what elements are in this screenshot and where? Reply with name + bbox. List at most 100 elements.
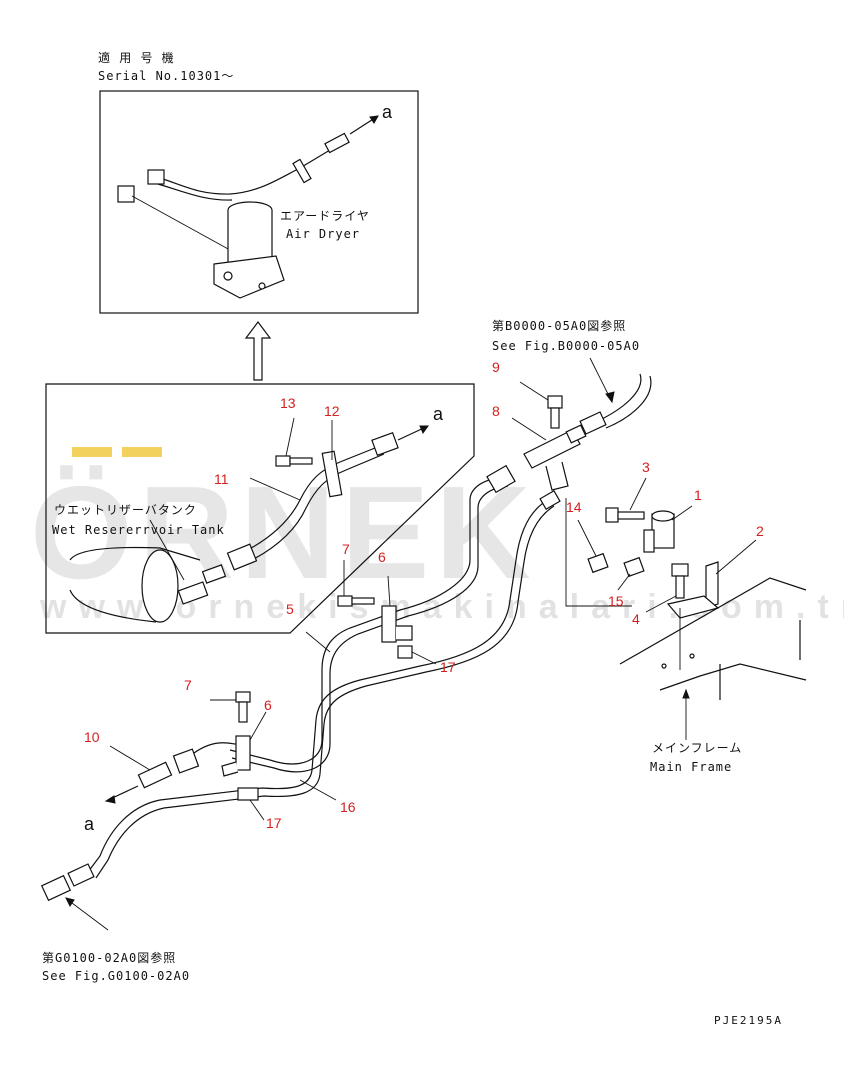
pipe-16-nut xyxy=(539,489,561,511)
inset-frame xyxy=(99,90,419,314)
drawing-code: PJE2195A xyxy=(714,1014,783,1027)
callout-10: 10 xyxy=(84,729,100,745)
bottom-ref-jp: 第G0100-02A0図参照 xyxy=(42,950,176,965)
bolt-13-shank xyxy=(289,457,313,465)
leader-6-upper xyxy=(387,575,391,607)
arrow-up-icon xyxy=(244,321,272,381)
valve-1-top xyxy=(651,510,675,522)
pipe-10-nut xyxy=(172,748,200,774)
frame-hole-1 xyxy=(661,663,667,669)
valve-bracket-outline xyxy=(565,498,632,607)
clamp-6-lower-tab xyxy=(221,761,239,777)
top-hose xyxy=(599,373,642,421)
bottom-ref-arrow-head xyxy=(65,897,75,907)
tank-arrow-head xyxy=(419,425,429,435)
inset-arrow-head xyxy=(369,115,379,124)
frame-hole-2 xyxy=(689,653,695,659)
pipe-routes: a xyxy=(40,464,561,931)
leader-11 xyxy=(249,477,301,501)
callout-6-upper: 6 xyxy=(378,549,386,565)
valve-assembly: メインフレーム Main Frame xyxy=(565,477,807,774)
inset-hose-edge xyxy=(157,183,233,201)
clamp-12 xyxy=(321,450,343,498)
hose-11-nut xyxy=(226,543,258,571)
callout-7-lower: 7 xyxy=(184,677,192,693)
inset-ref-letter: a xyxy=(382,102,393,122)
frame-top-edge xyxy=(619,577,807,665)
pipe-5 xyxy=(229,477,501,765)
bolt-13-head xyxy=(275,455,291,467)
pipe-16 xyxy=(87,499,549,873)
callout-6-lower: 6 xyxy=(264,697,272,713)
inset-elbow xyxy=(147,169,165,185)
frame-label-jp: メインフレーム xyxy=(652,741,742,755)
callout-5: 5 xyxy=(286,601,294,617)
pipe-16-edge xyxy=(95,505,555,879)
tank-frame xyxy=(45,383,475,634)
watermark-accent-right xyxy=(122,447,162,457)
tee-8-end xyxy=(565,424,587,444)
top-hose-edge xyxy=(605,375,652,429)
tank-nut xyxy=(201,564,227,584)
callout-1: 1 xyxy=(694,487,702,503)
clamp-17-upper xyxy=(397,645,413,659)
wet-tank-label-jp: ウエットリザーバタンク xyxy=(54,503,197,517)
bolt-7-lower-head xyxy=(235,691,251,703)
air-dryer-bolt xyxy=(258,282,266,290)
bolt-9-head xyxy=(547,395,563,409)
arrow-a-head xyxy=(104,795,116,804)
leader-1 xyxy=(671,505,693,521)
top-ref-arrow-head xyxy=(605,391,615,404)
bottom-ref-letter: a xyxy=(84,814,95,834)
tank-bottom-edge xyxy=(69,589,157,623)
frame-arrow-head xyxy=(682,688,690,699)
serial-en: Serial No.10301～ xyxy=(98,69,234,83)
callout-9: 9 xyxy=(492,359,500,375)
leader-6-lower xyxy=(249,711,267,741)
fitting-15 xyxy=(623,556,645,578)
pipe-16-end-nut xyxy=(67,863,95,887)
connector-10 xyxy=(137,761,173,789)
tee-8-bracket xyxy=(545,461,569,491)
bolt-7-lower-shank xyxy=(238,701,248,723)
top-ref-en: See Fig.B0000-05A0 xyxy=(492,339,640,353)
inset-air-dryer: 適 用 号 機 Serial No.10301～ a エアードライヤ Air D… xyxy=(98,50,419,314)
leader-10 xyxy=(109,745,151,771)
bottom-reference: 第G0100-02A0図参照 See Fig.G0100-02A0 xyxy=(42,950,189,983)
inset-leader xyxy=(131,195,231,251)
watermark-brand: ÖRNEK xyxy=(30,459,537,606)
callout-16: 16 xyxy=(340,799,356,815)
pipe-5-nut xyxy=(486,464,516,494)
air-dryer-label-en: Air Dryer xyxy=(286,227,360,241)
leader-9 xyxy=(519,381,549,401)
tank-top-edge xyxy=(69,546,201,561)
bottom-fitting xyxy=(40,874,72,902)
tank-end xyxy=(141,549,179,623)
callout-13: 13 xyxy=(280,395,296,411)
leader-2 xyxy=(715,539,757,575)
bracket-2 xyxy=(705,561,719,609)
clamp-6-lower xyxy=(235,735,251,771)
air-dryer-port xyxy=(223,271,233,281)
callout-4: 4 xyxy=(632,611,640,627)
callouts: 1 2 3 4 5 6 6 7 7 8 9 10 11 12 13 14 15 … xyxy=(84,359,764,831)
callout-3: 3 xyxy=(642,459,650,475)
valve-1-side xyxy=(643,529,655,553)
bolt-3-shank xyxy=(617,511,645,520)
bolt-9-shank xyxy=(550,407,560,429)
leader-14 xyxy=(577,519,597,557)
bolt-3-head xyxy=(605,507,619,523)
top-hose-fitting xyxy=(579,411,607,435)
clamp-6-upper xyxy=(381,605,397,643)
bolt-4-head xyxy=(671,563,689,577)
callout-8: 8 xyxy=(492,403,500,419)
leader-17-upper xyxy=(411,651,437,665)
inset-fitting xyxy=(324,132,350,154)
inset-clamp xyxy=(292,158,312,184)
callout-17-lower: 17 xyxy=(266,815,282,831)
hose-11-end-fitting xyxy=(371,431,399,457)
inset-connector xyxy=(117,185,135,203)
tank-ref-letter: a xyxy=(433,404,444,424)
leader-16 xyxy=(299,779,337,801)
serial-jp: 適 用 号 機 xyxy=(98,50,175,65)
